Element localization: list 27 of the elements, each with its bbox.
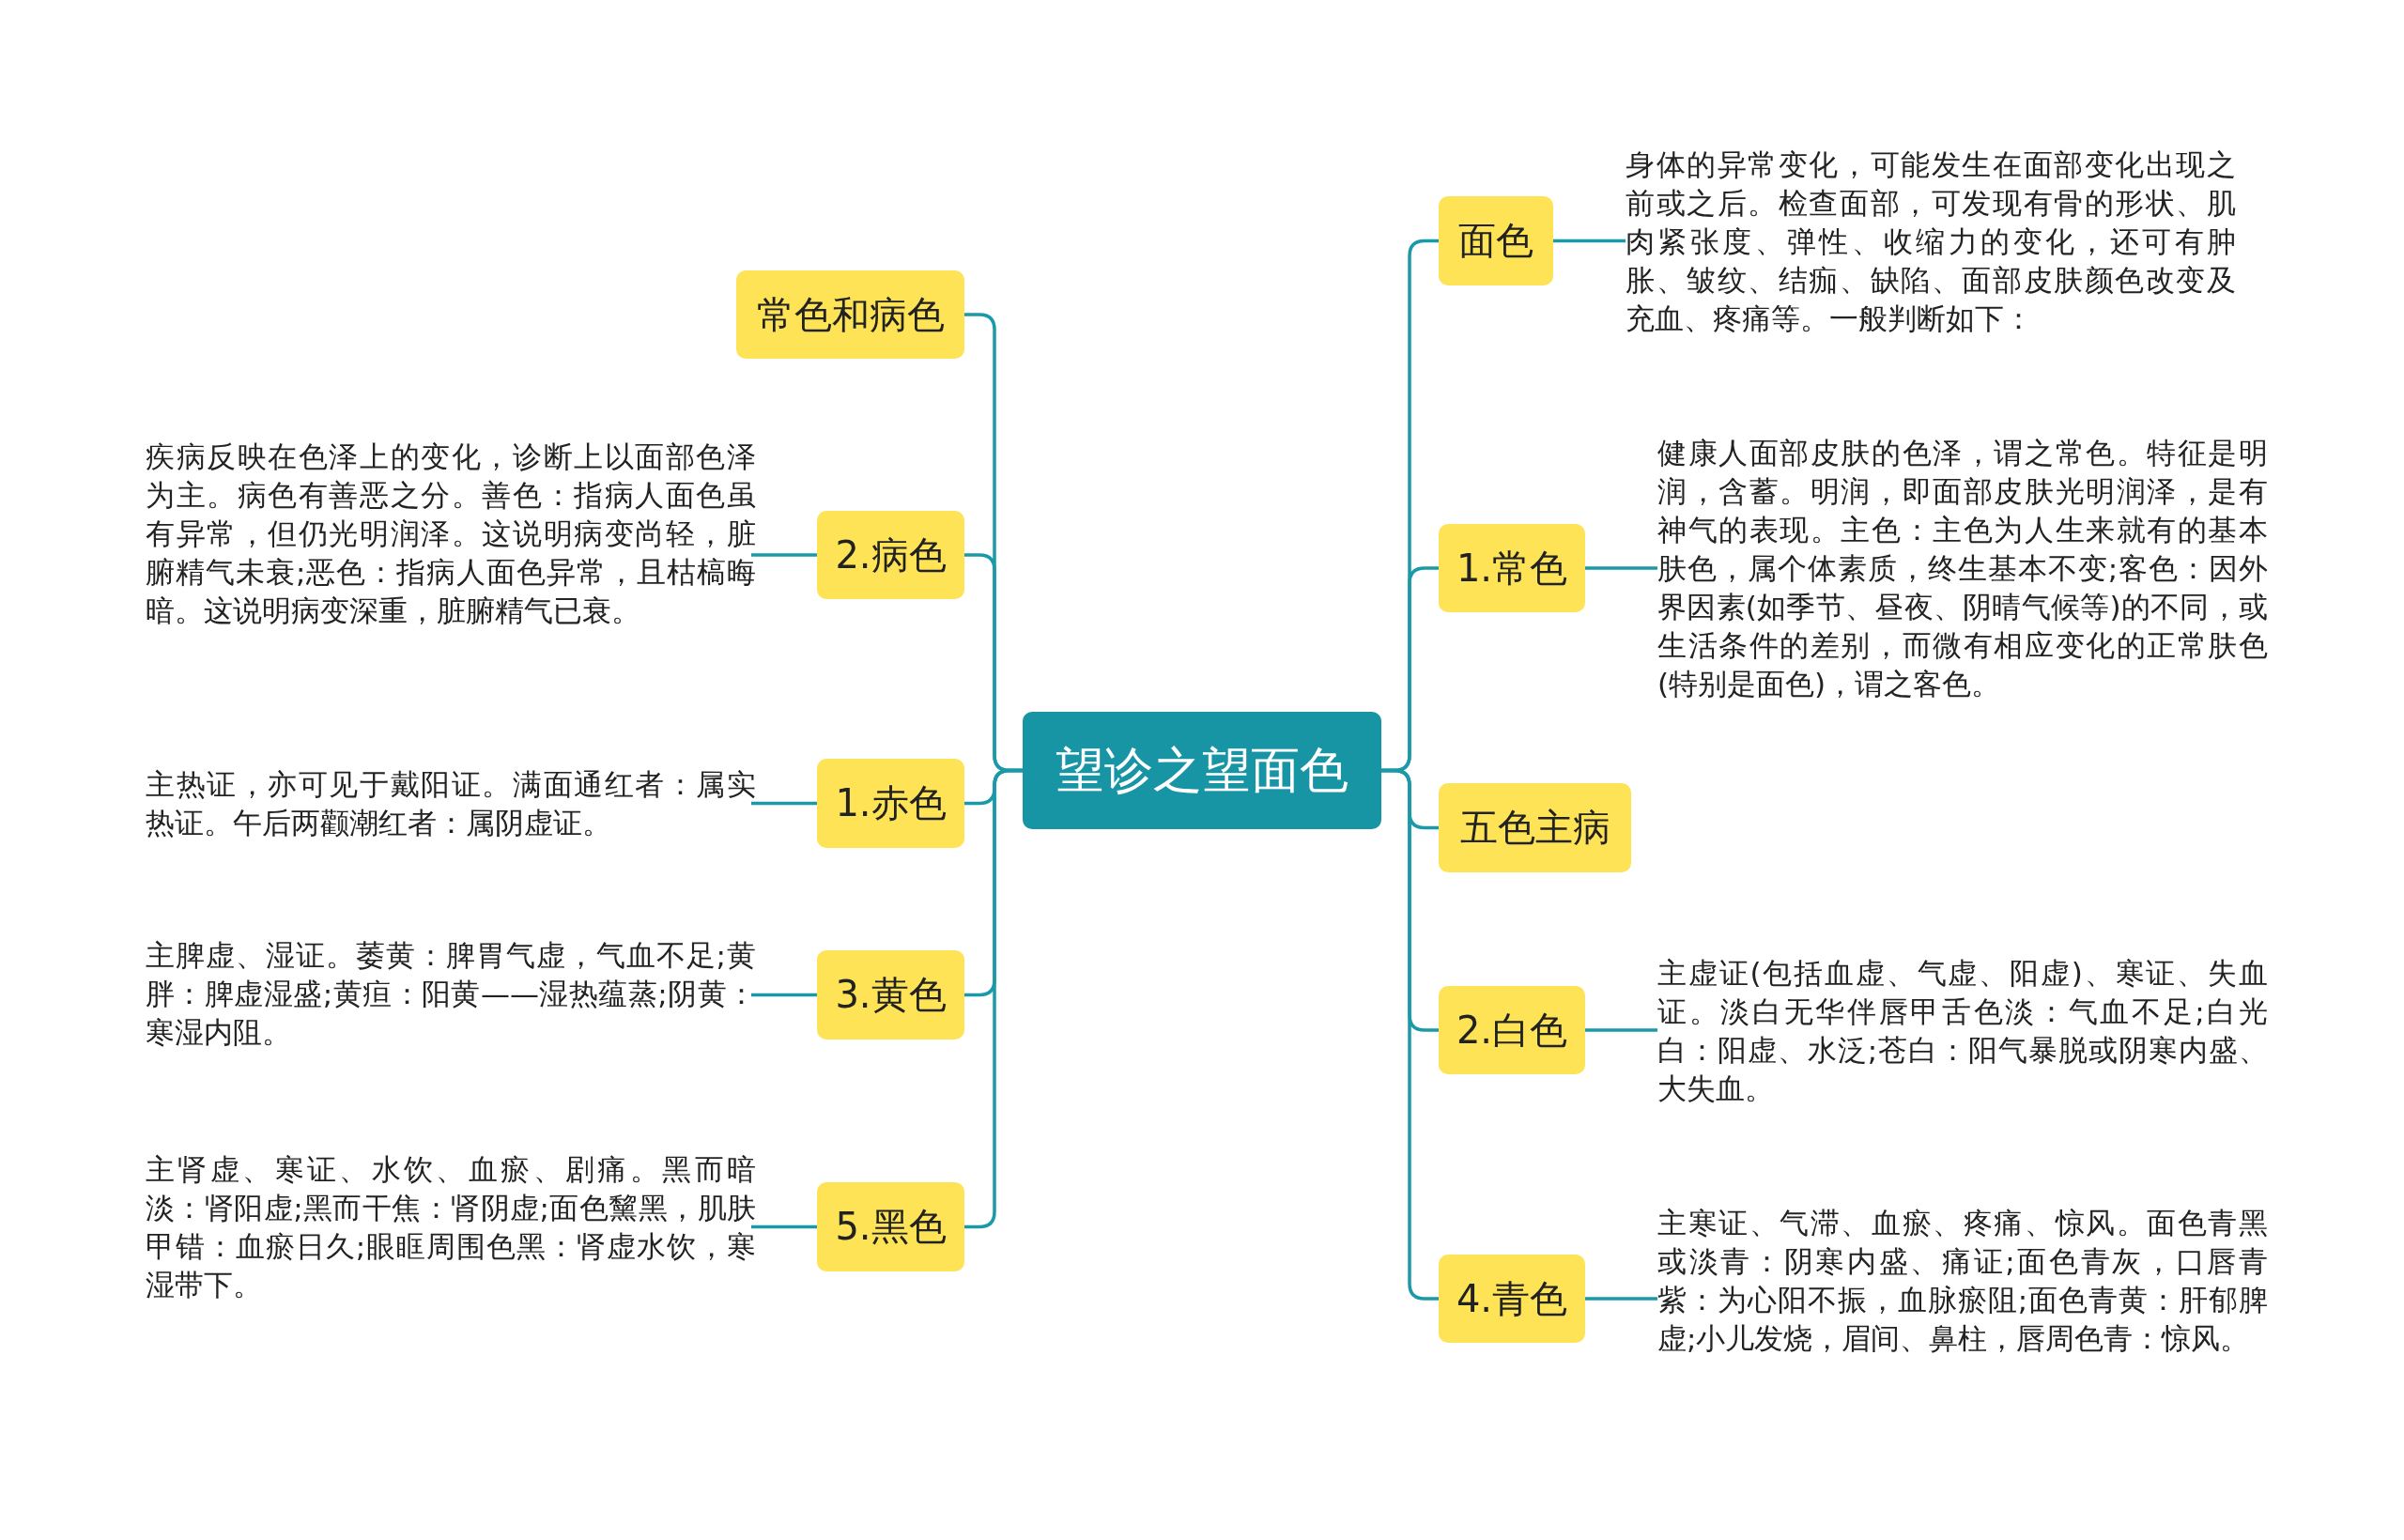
topic-box: 3.黄色: [817, 950, 964, 1040]
connector-line: [751, 801, 817, 806]
note-text: 主虚证(包括血虚、气虚、阳虚)、寒证、失血证。淡白无华伴唇甲舌色淡：气血不足;白光白：阳虚、水泛;苍白：阳气暴脱或阴寒内盛、大失血。: [1657, 954, 2268, 1108]
topic-box: 2.病色: [817, 511, 964, 599]
connector-line: [1585, 1297, 1657, 1301]
note-text: 主寒证、气滞、血瘀、疼痛、惊风。面色青黑或淡青：阴寒内盛、痛证;面色青灰，口唇青紫：为心阳不振，血脉瘀阻;面色青黄：肝郁脾虚;小儿发烧，眉间、鼻柱，唇周色青：惊风。: [1657, 1204, 2268, 1358]
note-text: 疾病反映在色泽上的变化，诊断上以面部色泽为主。病色有善恶之分。善色：指病人面色虽有异常，但仍光明润泽。这说明病变尚轻，脏腑精气未衰;恶色：指病人面色异常，且枯槁晦暗。这说明病变深重，脏腑精气已衰。: [146, 438, 756, 630]
topic-box: 5.黑色: [817, 1182, 964, 1271]
connector-line: [751, 553, 817, 557]
connector-line: [1585, 1028, 1657, 1032]
connector-line: [751, 1224, 817, 1229]
topic-box: 常色和病色: [736, 270, 964, 359]
topic-box: 1.赤色: [817, 759, 964, 848]
connector-line: [1553, 239, 1626, 243]
topic-box: 4.青色: [1439, 1255, 1585, 1343]
topic-box: 1.常色: [1439, 524, 1585, 612]
topic-box: 2.白色: [1439, 986, 1585, 1074]
connector-line: [751, 993, 817, 997]
note-text: 身体的异常变化，可能发生在面部变化出现之前或之后。检查面部，可发现有骨的形状、肌肉紧张度、弹性、收缩力的变化，还可有肿胀、皱纹、结痂、缺陷、面部皮肤颜色改变及充血、疼痛等。一般判断如下：: [1626, 146, 2236, 338]
central-topic: 望诊之望面色: [1023, 712, 1381, 829]
note-text: 主热证，亦可见于戴阳证。满面通红者：属实热证。午后两颧潮红者：属阴虚证。: [146, 765, 756, 842]
topic-box: 面色: [1439, 196, 1553, 285]
note-text: 健康人面部皮肤的色泽，谓之常色。特征是明润，含蓄。明润，即面部皮肤光明润泽，是有神气的表现。主色：主色为人生来就有的基本肤色，属个体素质，终生基本不变;客色：因外界因素(如季节、昼夜、阴晴气候等)的不同，或生活条件的差别，而微有相应变化的正常肤色(特别是面色)，谓之客色。: [1657, 434, 2268, 703]
note-text: 主肾虚、寒证、水饮、血瘀、剧痛。黑而暗淡：肾阳虚;黑而干焦：肾阴虚;面色黧黑，肌肤甲错：血瘀日久;眼眶周围色黑：肾虚水饮，寒湿带下。: [146, 1150, 756, 1304]
note-text: 主脾虚、湿证。萎黄：脾胃气虚，气血不足;黄胖：脾虚湿盛;黄疸：阳黄——湿热蕴蒸;阴黄：寒湿内阻。: [146, 936, 756, 1052]
connector-line: [1585, 566, 1657, 570]
topic-box: 五色主病: [1439, 783, 1631, 872]
